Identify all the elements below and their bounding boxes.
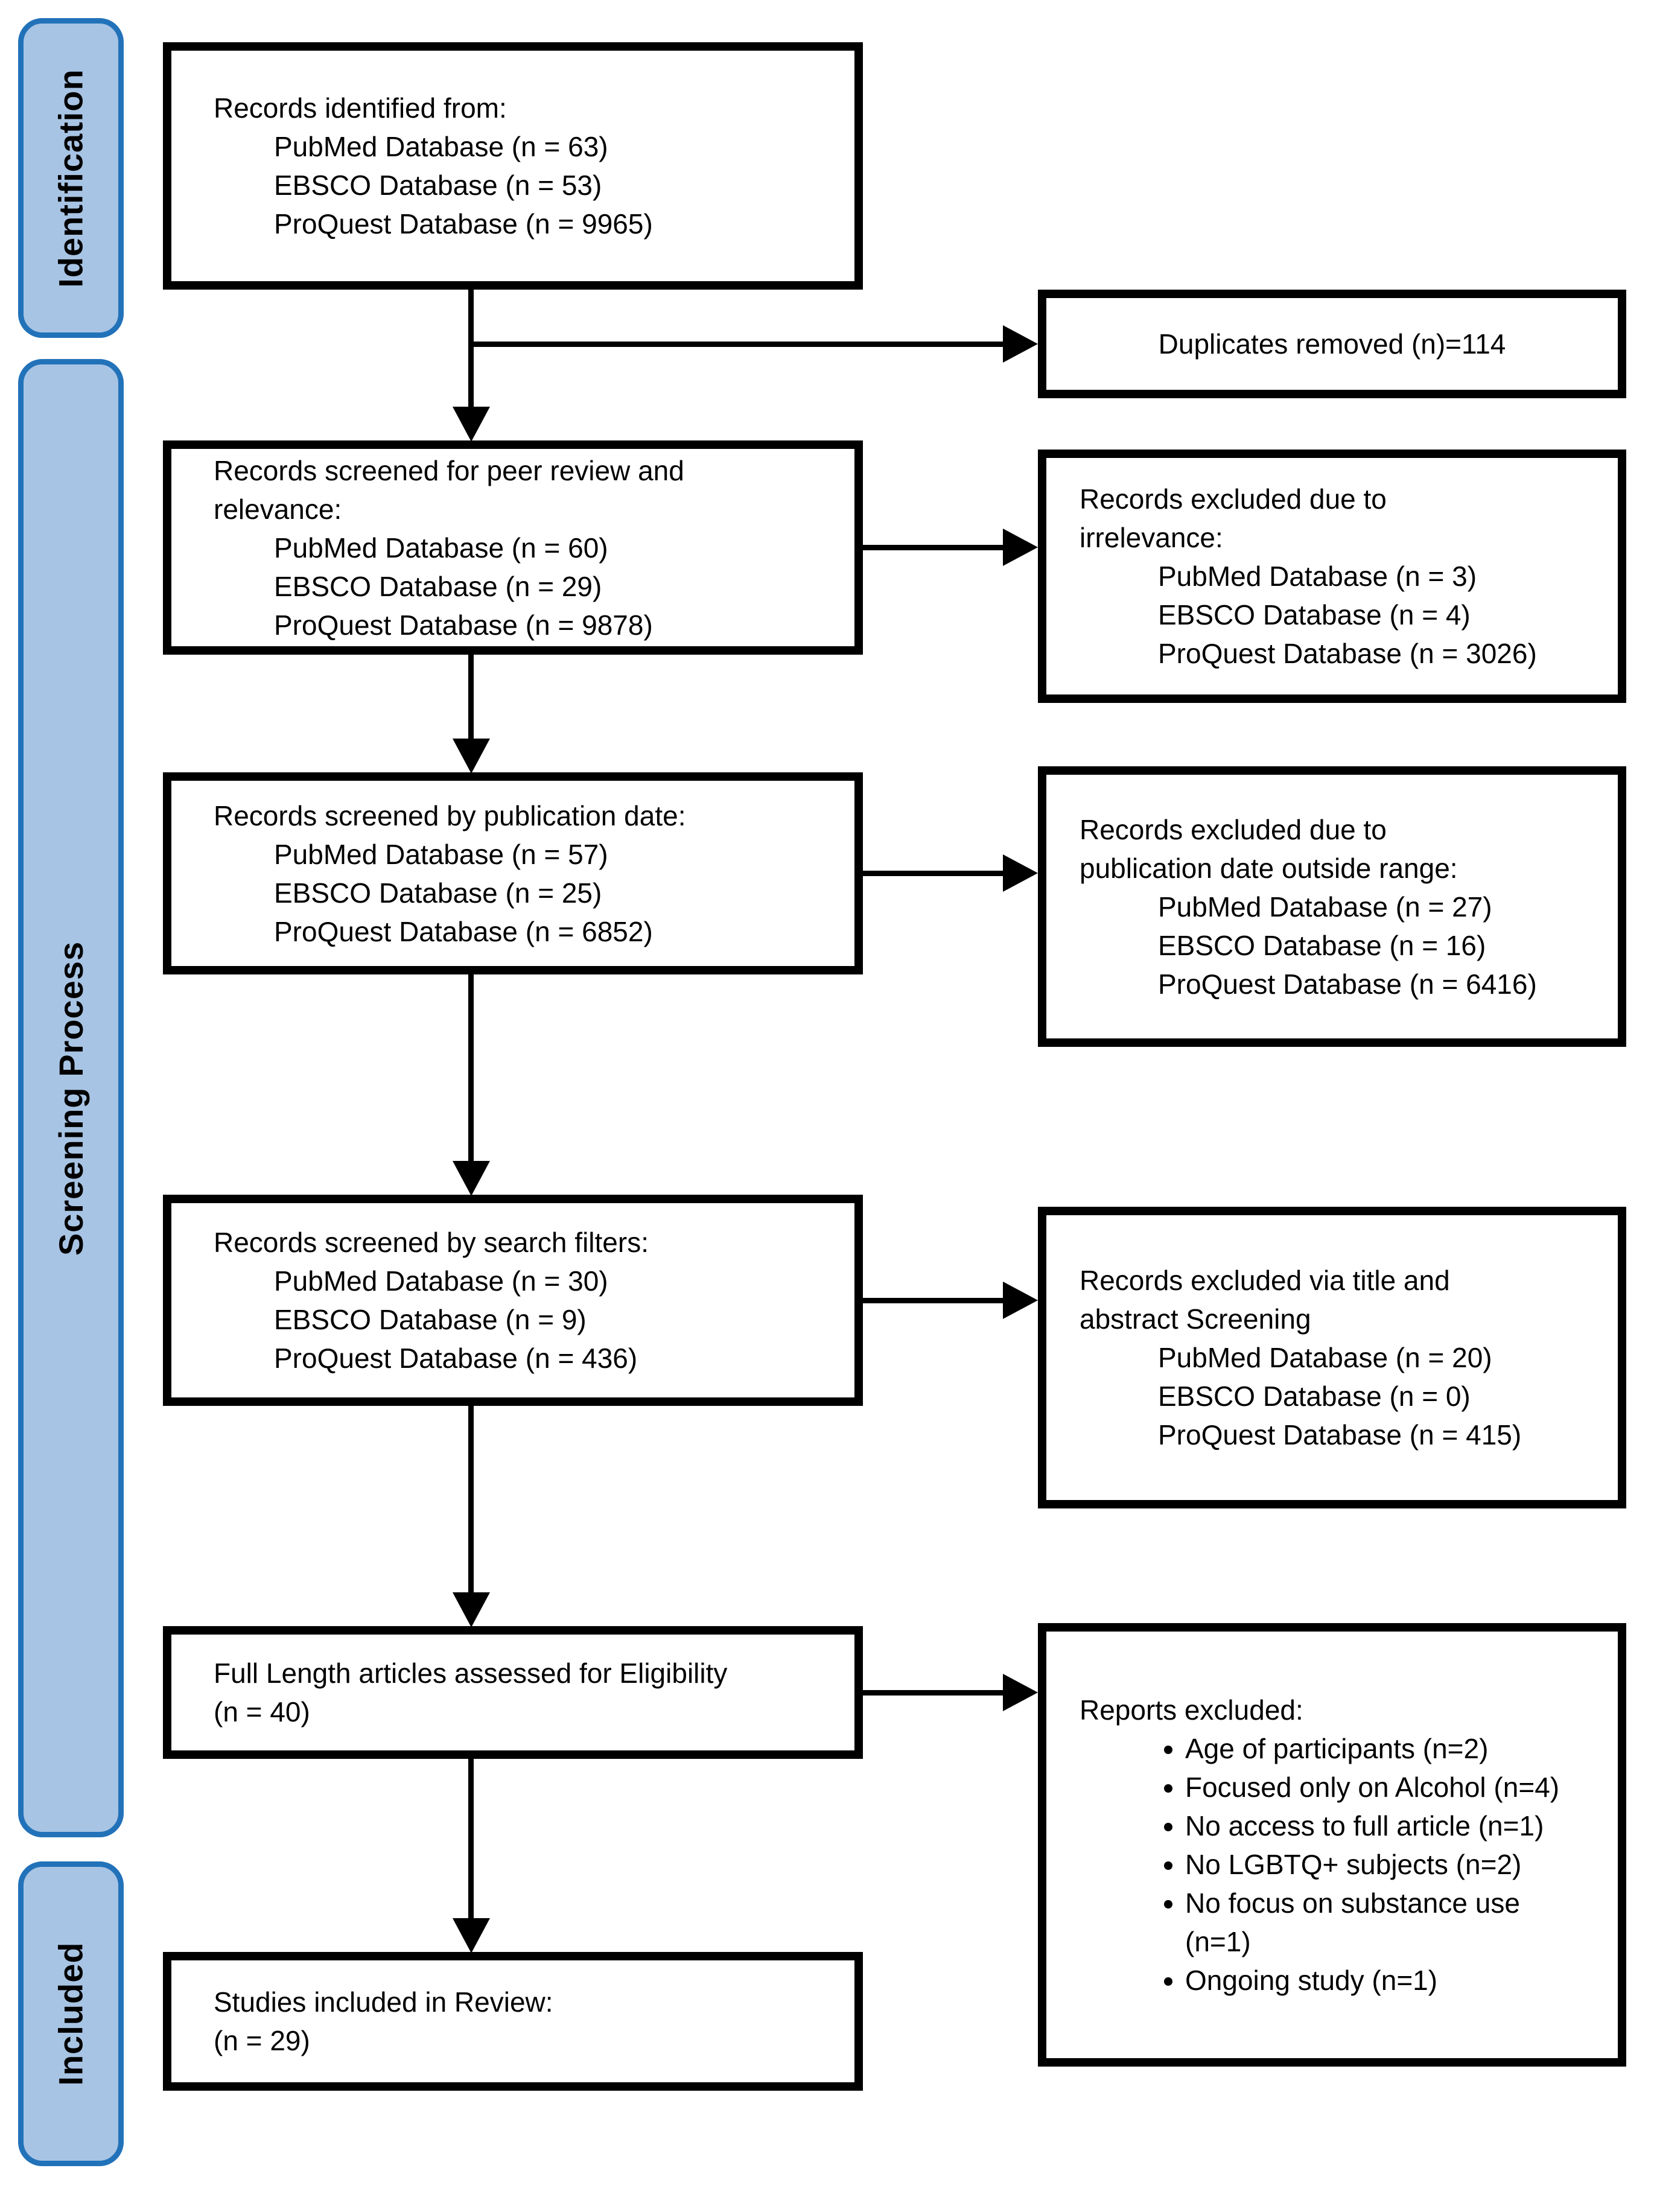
list-item: No focus on substance use (n=1) xyxy=(1185,1884,1606,1961)
box-item-ebsco: EBSCO Database (n = 25) xyxy=(274,877,602,909)
box-title-line1: Full Length articles assessed for Eligib… xyxy=(214,1657,728,1689)
box-title-line2: (n = 29) xyxy=(214,2025,310,2056)
box-title-line1: Records screened for peer review and xyxy=(214,454,684,486)
box-title: Reports excluded: xyxy=(1080,1694,1303,1726)
list-item: No LGBTQ+ subjects (n=2) xyxy=(1185,1845,1606,1884)
box-item-pubmed: PubMed Database (n = 20) xyxy=(1158,1342,1492,1373)
arrow-identified-to-peer-review xyxy=(468,290,474,410)
box-title: Records screened by publication date: xyxy=(214,799,686,831)
box-reports-excluded: Reports excluded: Age of participants (n… xyxy=(1038,1623,1626,2067)
box-item-pubmed: PubMed Database (n = 57) xyxy=(274,838,608,870)
arrowhead-right-icon xyxy=(1003,529,1038,566)
arrow-to-excluded-irrelevance xyxy=(863,545,1003,550)
box-text: Duplicates removed (n)=114 xyxy=(1158,328,1506,360)
box-title-line2: publication date outside range: xyxy=(1080,852,1458,884)
box-excluded-publication-date: Records excluded due to publication date… xyxy=(1038,766,1626,1047)
box-excluded-title-abstract: Records excluded via title and abstract … xyxy=(1038,1207,1626,1508)
list-item: No access to full article (n=1) xyxy=(1185,1807,1606,1845)
box-item-ebsco: EBSCO Database (n = 16) xyxy=(1158,929,1486,961)
box-title-line2: (n = 40) xyxy=(214,1696,310,1727)
box-duplicates-removed: Duplicates removed (n)=114 xyxy=(1038,290,1626,398)
box-item-proquest: ProQuest Database (n = 6416) xyxy=(1158,968,1537,1000)
box-item-proquest: ProQuest Database (n = 9878) xyxy=(274,609,653,641)
stage-bar-included: Included xyxy=(18,1861,124,2166)
arrowhead-down-icon xyxy=(453,1592,490,1627)
box-item-proquest: ProQuest Database (n = 9965) xyxy=(274,208,653,240)
list-item: Ongoing study (n=1) xyxy=(1185,1961,1606,2000)
stage-bar-identification: Identification xyxy=(18,18,124,338)
arrow-peer-review-to-pub-date xyxy=(468,655,474,739)
arrowhead-right-icon xyxy=(1003,325,1038,363)
arrowhead-down-icon xyxy=(453,407,490,442)
box-excluded-irrelevance: Records excluded due to irrelevance: Pub… xyxy=(1038,450,1626,703)
box-studies-included: Studies included in Review: (n = 29) xyxy=(163,1952,863,2091)
box-item-ebsco: EBSCO Database (n = 53) xyxy=(274,170,602,201)
arrowhead-right-icon xyxy=(1003,1674,1038,1711)
box-item-pubmed: PubMed Database (n = 30) xyxy=(274,1265,608,1297)
arrowhead-down-icon xyxy=(453,1918,490,1953)
stage-label-identification: Identification xyxy=(52,68,91,288)
box-item-ebsco: EBSCO Database (n = 29) xyxy=(274,570,602,602)
list-item: Focused only on Alcohol (n=4) xyxy=(1185,1768,1606,1807)
box-records-identified: Records identified from: PubMed Database… xyxy=(163,42,863,290)
arrowhead-right-icon xyxy=(1003,1282,1038,1319)
box-title: Records screened by search filters: xyxy=(214,1227,649,1258)
arrow-full-length-to-included xyxy=(468,1759,474,1919)
reports-excluded-list: Age of participants (n=2) Focused only o… xyxy=(1046,1729,1618,2000)
box-title-line2: relevance: xyxy=(214,493,342,525)
stage-bar-screening-process: Screening Process xyxy=(18,359,124,1837)
box-title-line1: Records excluded due to xyxy=(1080,483,1387,515)
box-screened-peer-review: Records screened for peer review and rel… xyxy=(163,440,863,655)
box-item-pubmed: PubMed Database (n = 60) xyxy=(274,532,608,564)
box-item-ebsco: EBSCO Database (n = 4) xyxy=(1158,599,1471,631)
box-full-length-assessed: Full Length articles assessed for Eligib… xyxy=(163,1626,863,1759)
box-title-line1: Records excluded via title and xyxy=(1080,1265,1450,1296)
box-item-proquest: ProQuest Database (n = 6852) xyxy=(274,915,653,947)
arrowhead-down-icon xyxy=(453,1161,490,1196)
box-item-pubmed: PubMed Database (n = 63) xyxy=(274,131,608,162)
box-title-line1: Studies included in Review: xyxy=(214,1986,553,2018)
box-item-proquest: ProQuest Database (n = 436) xyxy=(274,1343,638,1374)
box-item-proquest: ProQuest Database (n = 415) xyxy=(1158,1419,1522,1451)
box-item-proquest: ProQuest Database (n = 3026) xyxy=(1158,638,1537,669)
arrow-to-reports-excluded xyxy=(863,1690,1003,1696)
arrowhead-down-icon xyxy=(453,739,490,774)
box-item-ebsco: EBSCO Database (n = 0) xyxy=(1158,1381,1471,1412)
arrow-to-duplicates-removed xyxy=(468,342,1003,347)
arrow-pub-date-to-search-filters xyxy=(468,974,474,1162)
stage-label-screening-process: Screening Process xyxy=(52,941,90,1256)
box-title-line2: abstract Screening xyxy=(1080,1303,1311,1335)
list-item: Age of participants (n=2) xyxy=(1185,1729,1606,1768)
stage-label-included: Included xyxy=(52,1942,91,2086)
arrow-to-excluded-title-abstract xyxy=(863,1298,1003,1303)
box-screened-publication-date: Records screened by publication date: Pu… xyxy=(163,772,863,974)
arrow-search-filters-to-full-length xyxy=(468,1406,474,1593)
box-title-line2: irrelevance: xyxy=(1080,522,1223,553)
box-item-pubmed: PubMed Database (n = 3) xyxy=(1158,561,1477,592)
box-item-ebsco: EBSCO Database (n = 9) xyxy=(274,1304,587,1335)
arrowhead-right-icon xyxy=(1003,854,1038,892)
box-screened-search-filters: Records screened by search filters: PubM… xyxy=(163,1195,863,1406)
box-title: Records identified from: xyxy=(214,92,507,124)
box-title-line1: Records excluded due to xyxy=(1080,813,1387,845)
box-item-pubmed: PubMed Database (n = 27) xyxy=(1158,891,1492,923)
arrow-to-excluded-publication-date xyxy=(863,871,1003,876)
